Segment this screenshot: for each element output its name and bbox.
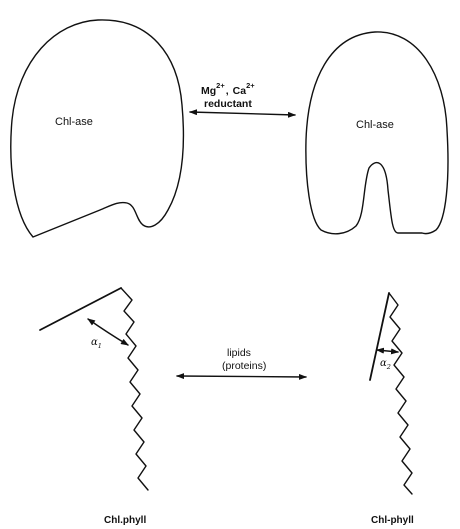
enzyme-open: Chl-ase — [11, 20, 184, 237]
enzyme-closed: Chl-ase — [306, 32, 448, 234]
proteins-label: (proteins) — [222, 360, 266, 372]
ion-ca: Ca — [233, 85, 247, 97]
enzyme-open-outline — [11, 20, 184, 237]
right-angle-arrow — [377, 350, 398, 352]
bottom-reversible-arrow — [177, 376, 306, 377]
left-phytol-chain — [121, 288, 148, 490]
top-reversible-arrow — [190, 112, 295, 115]
bottom-reaction: lipids (proteins) — [177, 347, 306, 377]
enzyme-open-label: Chl-ase — [55, 116, 93, 128]
ion-mg-charge: 2+ — [216, 81, 225, 90]
enzyme-closed-label: Chl-ase — [356, 119, 394, 131]
left-angle-label: α1 — [91, 337, 102, 350]
top-reaction: Mg2+,Ca2+ reductant — [190, 81, 295, 115]
ion-ca-charge: 2+ — [246, 81, 255, 90]
right-molecule: α2 Chl-phyll — [370, 293, 414, 526]
enzyme-closed-outline — [306, 32, 448, 234]
right-phytol-chain — [389, 293, 412, 494]
ion-mg: Mg — [201, 85, 216, 97]
left-molecule: α1 Chl.phyll — [40, 288, 148, 526]
left-molecule-caption: Chl.phyll — [104, 515, 146, 526]
left-porphyrin-plane — [40, 288, 121, 330]
cation-conditions: Mg2+,Ca2+ — [201, 81, 255, 97]
lipids-label: lipids — [227, 347, 251, 359]
reductant-label: reductant — [204, 98, 252, 110]
right-molecule-caption: Chl-phyll — [371, 515, 414, 526]
ion-separator: , — [226, 85, 229, 97]
right-angle-label: α2 — [380, 358, 391, 371]
